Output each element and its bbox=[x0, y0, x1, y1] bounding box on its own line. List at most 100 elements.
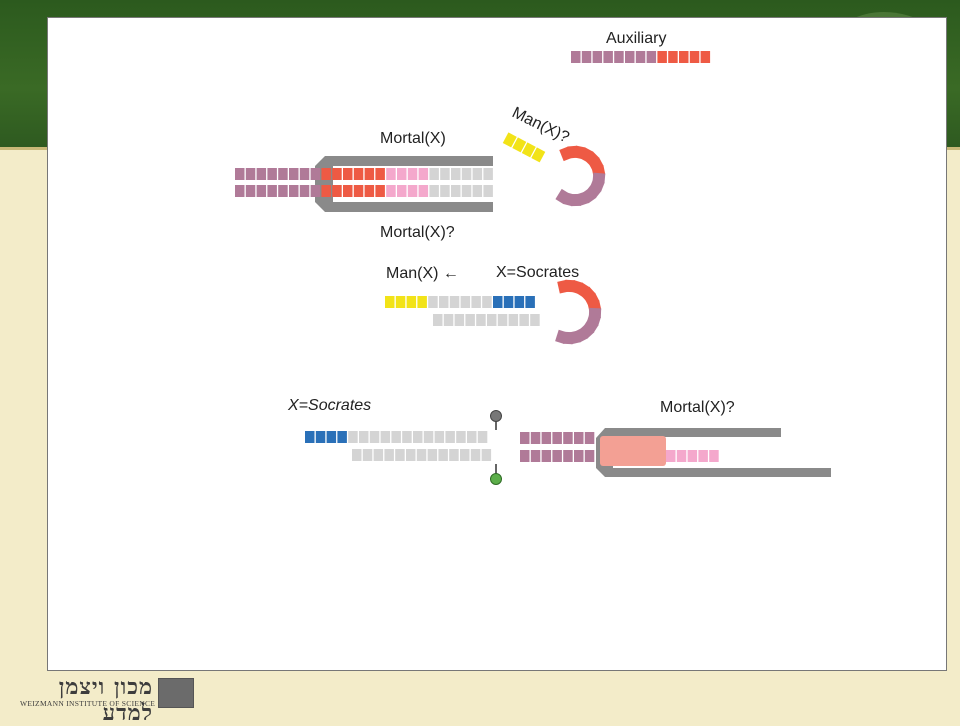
strand-block bbox=[552, 450, 562, 462]
strand-block bbox=[476, 314, 486, 326]
strand-block bbox=[465, 314, 475, 326]
yellow-block bbox=[521, 142, 536, 158]
strand-block bbox=[676, 450, 687, 462]
strand-block bbox=[245, 185, 256, 197]
strand-block bbox=[449, 449, 459, 461]
strand-block bbox=[584, 432, 595, 444]
strand-block bbox=[503, 296, 514, 308]
strand-block bbox=[406, 449, 416, 461]
strand-block bbox=[508, 314, 519, 326]
strand-block bbox=[541, 450, 552, 462]
slide-canvas: Auxiliary Mortal(X) Man(X)? Mortal(X)? M… bbox=[47, 17, 947, 671]
green-pin-icon bbox=[490, 473, 502, 485]
strand-block bbox=[709, 450, 719, 462]
strand-block bbox=[352, 449, 362, 461]
strand-block bbox=[451, 185, 461, 197]
dark-pin-icon bbox=[490, 410, 502, 422]
strand-block bbox=[461, 168, 472, 180]
hairpin-block bbox=[584, 151, 600, 167]
strand-block bbox=[395, 449, 405, 461]
yellow-block bbox=[531, 147, 546, 163]
strand-block bbox=[332, 168, 342, 180]
yellow-block bbox=[502, 132, 517, 148]
strand-block bbox=[289, 185, 299, 197]
strand-block bbox=[520, 450, 530, 462]
label-mortal-x: Mortal(X) bbox=[380, 130, 446, 147]
strand-block bbox=[443, 314, 454, 326]
strand-block bbox=[359, 431, 369, 443]
strand-block bbox=[332, 185, 342, 197]
strand-block bbox=[413, 431, 423, 443]
strand-block bbox=[460, 296, 471, 308]
strand-block bbox=[235, 185, 245, 197]
hairpin-block bbox=[555, 329, 568, 345]
strand-block bbox=[364, 168, 375, 180]
strand-block bbox=[563, 432, 573, 444]
strand-block bbox=[530, 314, 540, 326]
strand-block bbox=[397, 168, 407, 180]
dna-logic-diagram: Auxiliary Mortal(X) Man(X)? Mortal(X)? M… bbox=[235, 30, 831, 485]
strand-block bbox=[460, 449, 470, 461]
strand-block bbox=[407, 185, 418, 197]
strand-block bbox=[326, 431, 337, 443]
strand-block bbox=[343, 185, 353, 197]
strand-block bbox=[440, 168, 450, 180]
strand-block bbox=[520, 432, 530, 444]
strand-block bbox=[445, 431, 455, 443]
strand-block bbox=[700, 51, 711, 63]
strand-block bbox=[666, 450, 676, 462]
strand-block bbox=[267, 185, 277, 197]
strand-block bbox=[571, 51, 581, 63]
strand-block bbox=[472, 168, 483, 180]
strand-block bbox=[689, 51, 700, 63]
strand-block bbox=[267, 168, 277, 180]
strand-block bbox=[456, 431, 466, 443]
strand-block bbox=[397, 185, 407, 197]
strand-block bbox=[245, 168, 256, 180]
strand-block bbox=[289, 168, 299, 180]
yellow-block bbox=[512, 137, 527, 153]
strand-block bbox=[461, 185, 472, 197]
strand-block bbox=[256, 185, 267, 197]
hairpin-block bbox=[579, 147, 594, 163]
strand-block bbox=[321, 168, 331, 180]
strand-block bbox=[497, 314, 508, 326]
strand-block bbox=[402, 431, 412, 443]
strand-block bbox=[440, 185, 450, 197]
salmon-core bbox=[600, 436, 666, 466]
strand-block bbox=[369, 431, 380, 443]
hairpin-block bbox=[575, 282, 591, 298]
strand-block bbox=[418, 185, 429, 197]
label-x-socrates: X=Socrates bbox=[496, 264, 579, 281]
strand-block bbox=[698, 450, 708, 462]
strand-block bbox=[353, 168, 364, 180]
strand-block bbox=[487, 314, 497, 326]
hairpin-block bbox=[555, 188, 570, 205]
strand-block bbox=[668, 51, 678, 63]
strand-block bbox=[428, 296, 438, 308]
strand-block bbox=[483, 185, 493, 197]
strand-block bbox=[584, 450, 595, 462]
strand-block bbox=[321, 185, 331, 197]
strand-block bbox=[530, 432, 541, 444]
strand-block bbox=[530, 450, 541, 462]
strand-block bbox=[375, 185, 385, 197]
label-mortal-x-question: Mortal(X)? bbox=[380, 224, 455, 241]
strand-block bbox=[395, 296, 406, 308]
strand-block bbox=[552, 432, 562, 444]
institute-emblem-icon bbox=[158, 678, 194, 708]
strand-block bbox=[337, 431, 347, 443]
strand-block bbox=[362, 449, 373, 461]
strand-block bbox=[429, 168, 439, 180]
strand-block bbox=[406, 296, 417, 308]
strand-block bbox=[525, 296, 535, 308]
strand-block bbox=[278, 168, 288, 180]
strand-block bbox=[364, 185, 375, 197]
label-man-x-arrow: Man(X) ← bbox=[386, 265, 459, 282]
strand-block bbox=[625, 51, 635, 63]
weizmann-logo: מכון ויצמן למדע WEIZMANN INSTITUTE OF SC… bbox=[18, 674, 218, 726]
strand-block bbox=[438, 449, 448, 461]
strand-block bbox=[574, 432, 584, 444]
strand-block bbox=[423, 431, 434, 443]
strand-block bbox=[315, 431, 326, 443]
